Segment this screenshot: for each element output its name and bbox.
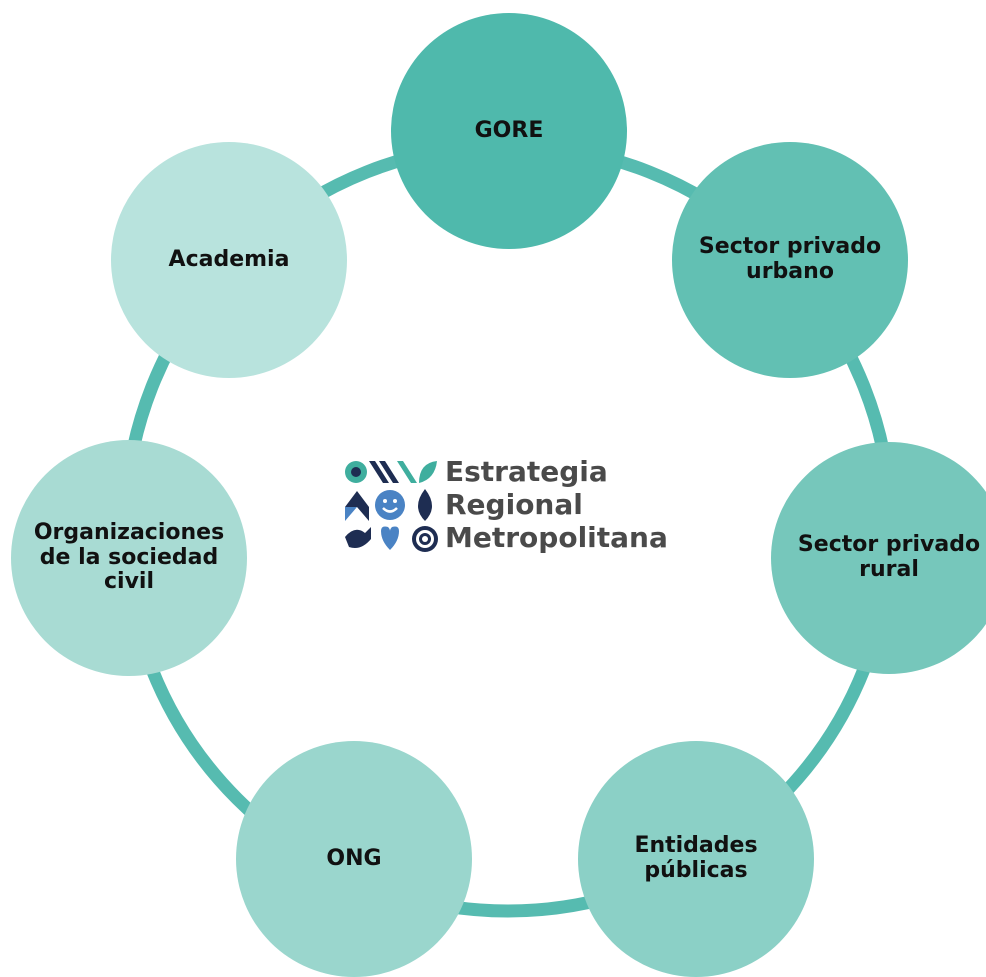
node-gore: GORE [391,13,627,249]
logo-emblem-icon [345,461,438,552]
node-label-sector-privado-urbano: Sector privado urbano [698,234,882,284]
node-label-organizaciones-sociedad-civil: Organizaciones de la sociedad civil [33,520,225,595]
logo-line-estrategia: Estrategia [445,455,608,488]
node-academia: Academia [111,142,347,378]
node-label-entidades-publicas: Entidades públicas [634,833,758,883]
node-entidades-publicas: Entidades públicas [578,741,814,977]
node-label-ong: ONG [326,845,382,871]
node-label-academia: Academia [168,246,290,272]
node-sector-privado-urbano: Sector privado urbano [672,142,908,378]
estrategia-regional-metropolitana-logo: Estrategia Regional Metropolitana [341,455,693,559]
node-sector-privado-rural: Sector privado rural [771,442,986,674]
logo-wordmark: Estrategia Regional Metropolitana [445,455,668,554]
node-organizaciones-sociedad-civil: Organizaciones de la sociedad civil [11,440,247,676]
logo-line-metropolitana: Metropolitana [445,521,668,554]
logo-line-regional: Regional [445,488,583,521]
node-label-sector-privado-rural: Sector privado rural [797,532,981,582]
node-ong: ONG [236,741,472,977]
node-label-gore: GORE [474,117,544,143]
